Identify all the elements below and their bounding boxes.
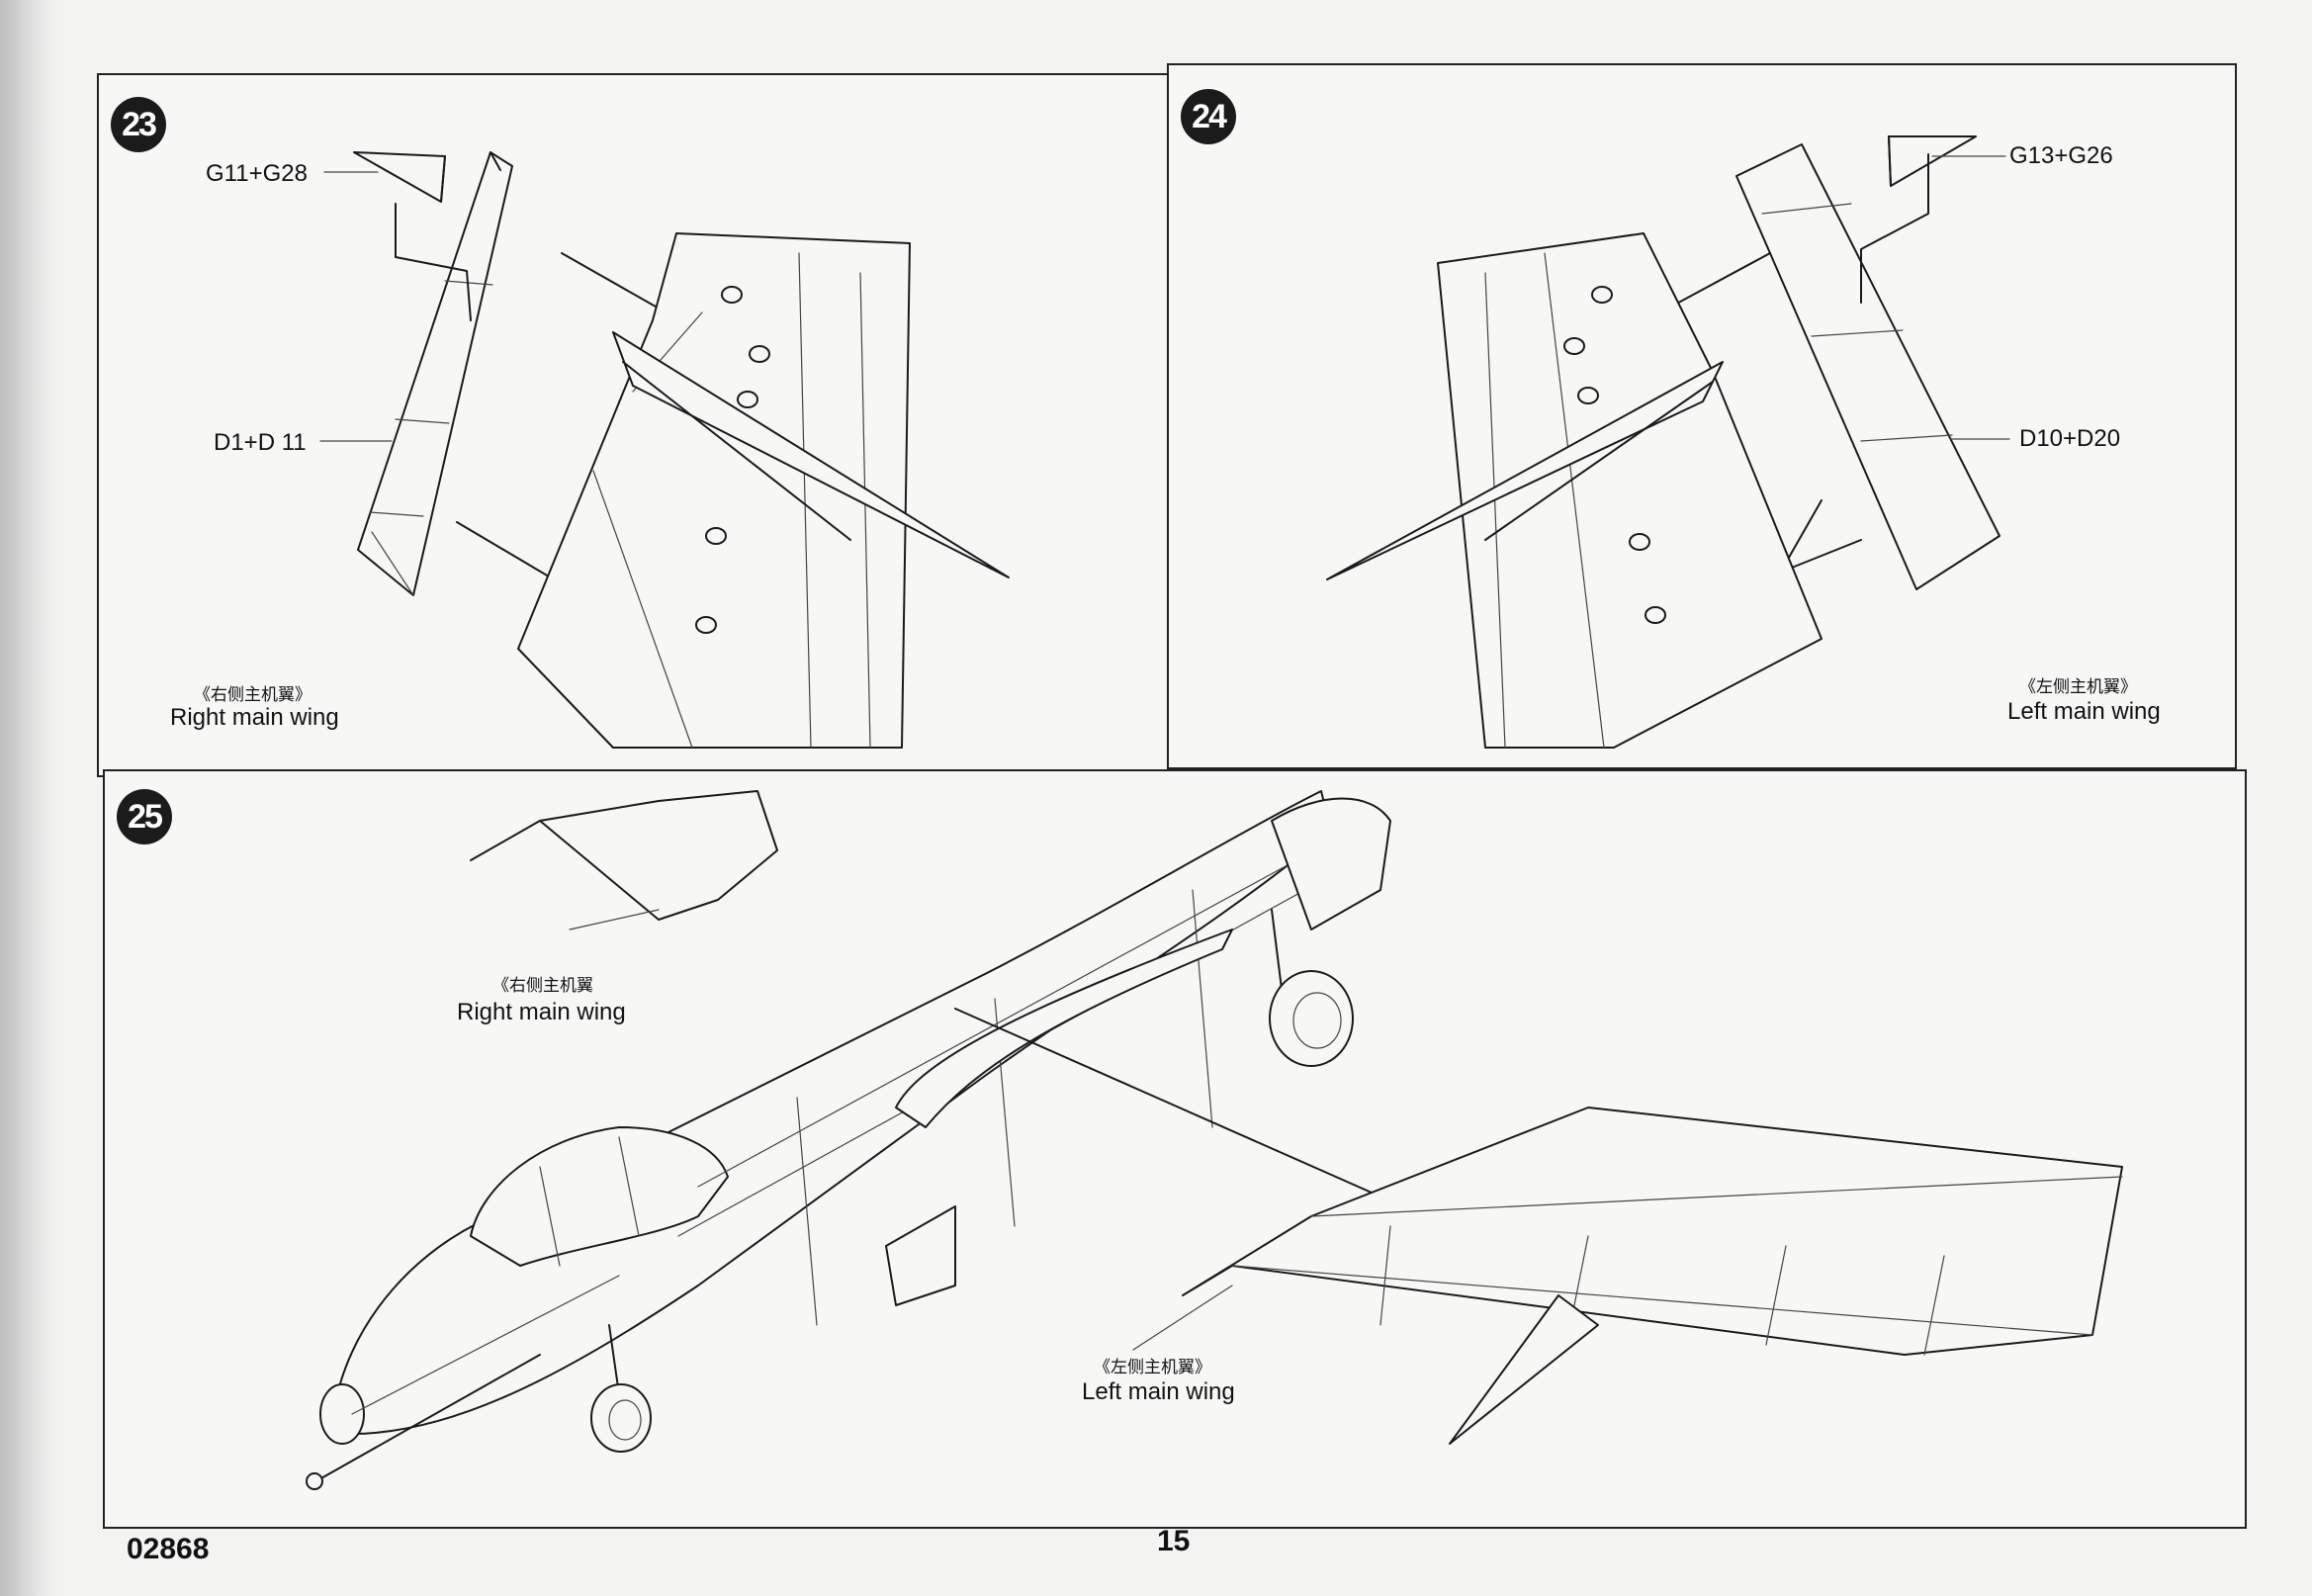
- step-25-panel: 25 《右侧主机翼 Right main wing 《左侧主机翼》 Left m…: [103, 769, 2247, 1529]
- step-24-panel: 24 G13+G26 D10+D20 《左侧主机翼》 Left main win…: [1167, 63, 2237, 769]
- step-23-panel: 23 G11+G28 D1+D 11 《右侧主机翼》 Right main wi…: [97, 73, 1169, 777]
- left-wing-caption-cn: 《左侧主机翼》: [1094, 1358, 1211, 1376]
- caption-cn: 《左侧主机翼》: [2019, 677, 2137, 696]
- left-wing-caption-en: Left main wing: [1082, 1378, 1235, 1405]
- aircraft-wing-installation-drawing: [306, 790, 2123, 1490]
- right-wing-caption-cn: 《右侧主机翼: [492, 976, 593, 995]
- right-wing-caption-en: Right main wing: [457, 999, 626, 1025]
- caption-en: Right main wing: [170, 704, 339, 731]
- product-code: 02868: [127, 1533, 210, 1565]
- page-number: 15: [1157, 1525, 1191, 1557]
- binding-shadow: [0, 0, 59, 1596]
- step-number-badge: 25: [117, 789, 172, 844]
- part-label-g11-g28: G11+G28: [206, 160, 308, 187]
- caption-cn: 《右侧主机翼》: [194, 685, 311, 704]
- left-wing-assembly-drawing: [1326, 135, 2010, 749]
- step-number-badge: 24: [1181, 89, 1236, 144]
- right-wing-assembly-drawing: [319, 151, 1010, 749]
- caption-en: Left main wing: [2007, 698, 2161, 725]
- step-number-badge: 23: [111, 97, 166, 152]
- part-label-g13-g26: G13+G26: [2009, 142, 2113, 169]
- part-label-d1-d11: D1+D 11: [214, 429, 307, 456]
- part-label-d10-d20: D10+D20: [2019, 425, 2121, 452]
